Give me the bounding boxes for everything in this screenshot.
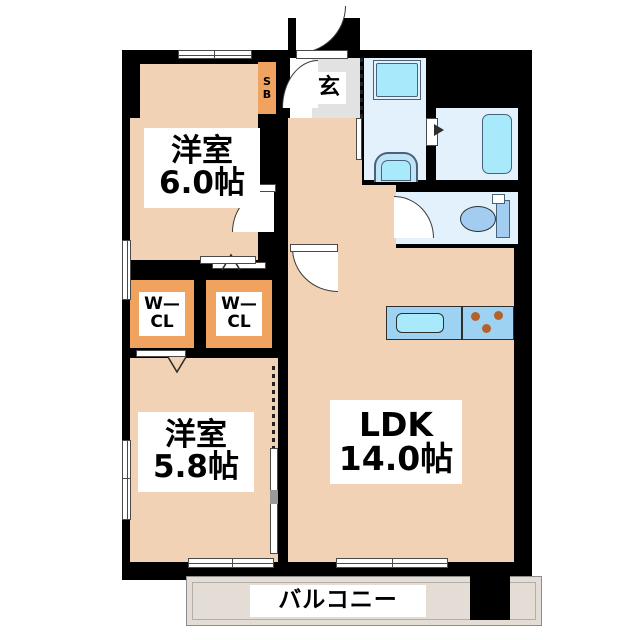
- wash-basin-bowl: [381, 160, 411, 181]
- sliding-door-handle: [270, 490, 278, 504]
- sliding-partition-dash: [272, 366, 275, 454]
- kitchen-sink-icon: [396, 313, 444, 333]
- room-label-line2: 5.8帖: [153, 449, 239, 485]
- washing-machine-space-icon: [376, 63, 418, 97]
- window-mullion: [392, 558, 394, 568]
- shoe-box-label-line2: B: [262, 88, 272, 101]
- window-mullion: [214, 50, 216, 59]
- closet-left-door-opening[interactable]: [136, 350, 186, 357]
- toilet-tank-icon: [496, 200, 510, 238]
- balcony-label: バルコニー: [250, 585, 426, 617]
- burner-icon: [482, 324, 491, 333]
- door-opening-washitsu-6-south[interactable]: [200, 256, 256, 264]
- entrance-door-threshold: [296, 50, 348, 59]
- room-label-line2: 6.0帖: [159, 165, 245, 201]
- room-label-line1: 洋室: [171, 133, 233, 170]
- entrance-label: 玄: [312, 72, 346, 104]
- bathroom-door-arrow-icon: [434, 124, 444, 136]
- room-label-washitsu-6: 洋室 6.0帖: [144, 128, 260, 208]
- room-label-line1: 洋室: [165, 417, 227, 454]
- toilet-bowl-icon: [460, 206, 496, 232]
- balcony-label-text: バルコニー: [278, 587, 398, 614]
- entrance-side-window: [356, 118, 362, 160]
- window-washitsu-58-west: [122, 440, 131, 520]
- door-threshold-ldk: [290, 244, 338, 252]
- closet-label-line1: W—: [221, 294, 257, 315]
- room-label-line1: LDK: [359, 405, 433, 445]
- burner-icon: [494, 311, 503, 320]
- room-label-line2: 14.0帖: [338, 439, 454, 478]
- room-label-ldk: LDK 14.0帖: [330, 400, 462, 484]
- entrance-partition-line: [360, 58, 363, 118]
- closet-left-arrow-outline: [168, 357, 186, 371]
- closet-label-line2: CL: [227, 312, 251, 332]
- room-label-washitsu-58: 洋室 5.8帖: [138, 412, 254, 492]
- shoe-box-label-line1: S: [263, 75, 271, 88]
- shoe-box: [258, 62, 276, 114]
- balcony-wall-right: [470, 576, 510, 620]
- closet-label-line1: W—: [144, 294, 180, 315]
- burner-icon: [471, 312, 480, 321]
- gas-stove-3-burner-icon: [466, 306, 514, 340]
- hallway-floor-lower: [288, 185, 396, 248]
- shoe-box-label: S B: [258, 68, 276, 108]
- bathtub-icon: [482, 114, 512, 174]
- closet-label-line2: CL: [150, 312, 174, 332]
- window-washitsu-6-west: [122, 240, 131, 300]
- entrance-label-text: 玄: [317, 74, 340, 100]
- closet-wcl-right-label: W— CL: [216, 292, 262, 336]
- window-washitsu-58-south: [188, 558, 274, 568]
- toilet-lid-icon: [492, 194, 505, 204]
- balcony-inner-edge: [192, 582, 536, 620]
- window-mullion: [122, 478, 131, 480]
- washing-machine-space-outline: [373, 60, 421, 100]
- closet-wcl-left-label: W— CL: [139, 292, 185, 336]
- window-mullion: [232, 558, 234, 568]
- kitchen-counter-divider: [461, 306, 463, 340]
